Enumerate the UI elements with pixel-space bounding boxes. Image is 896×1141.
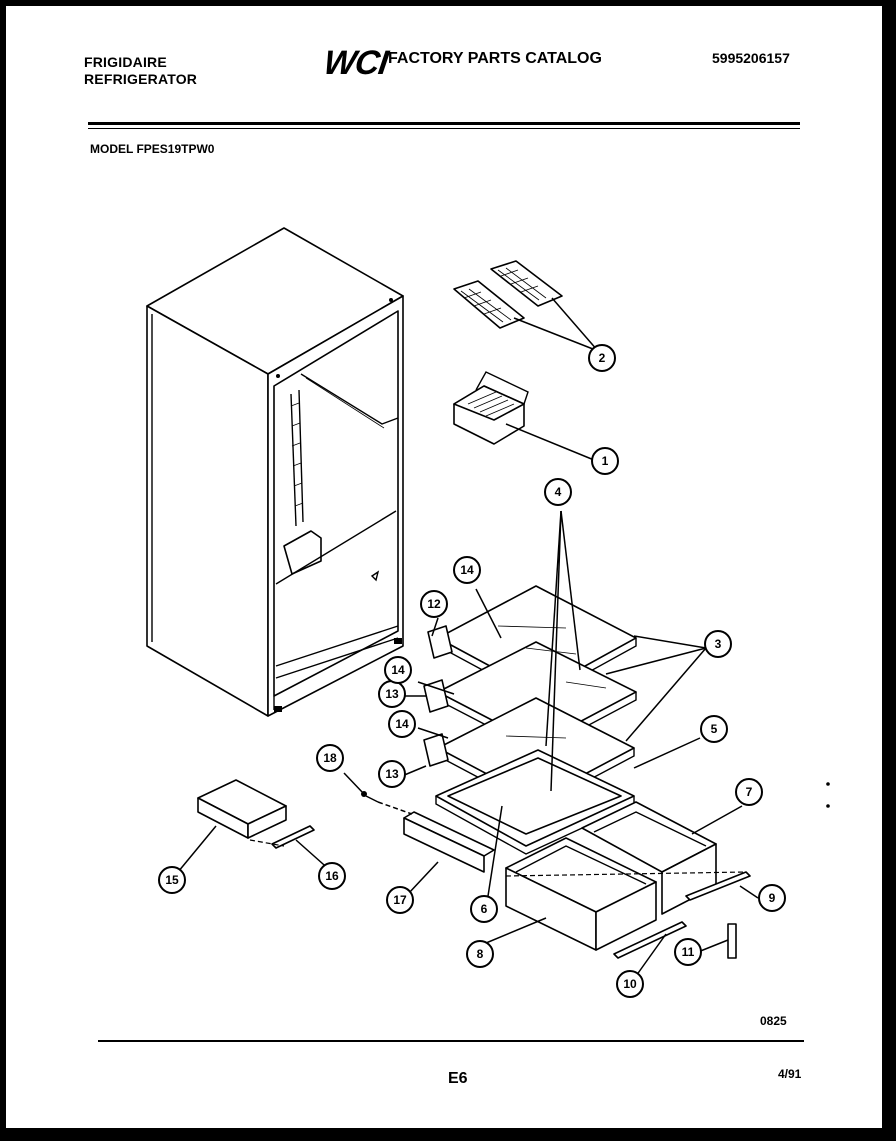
small-parts-drawing bbox=[361, 791, 751, 959]
callout-1: 1 bbox=[591, 447, 619, 475]
svg-text:8: 8 bbox=[477, 947, 484, 961]
callout-8: 8 bbox=[466, 940, 494, 968]
model-label: MODEL FPES19TPW0 bbox=[90, 142, 215, 156]
callout-13-lower: 13 bbox=[378, 760, 406, 788]
callout-3: 3 bbox=[704, 630, 732, 658]
callout-14-top: 14 bbox=[453, 556, 481, 584]
callout-2: 2 bbox=[588, 344, 616, 372]
product-type: REFRIGERATOR bbox=[84, 71, 198, 87]
callout-17: 17 bbox=[386, 886, 414, 914]
callout-4: 4 bbox=[544, 478, 572, 506]
svg-text:1: 1 bbox=[602, 454, 609, 468]
brand-name: FRIGIDAIRE bbox=[84, 54, 167, 70]
cabinet-drawing bbox=[146, 227, 404, 717]
callout-14-bottom: 14 bbox=[388, 710, 416, 738]
svg-text:13: 13 bbox=[385, 767, 399, 781]
callout-16: 16 bbox=[318, 862, 346, 890]
assembly-line bbox=[505, 871, 747, 877]
svg-text:9: 9 bbox=[769, 891, 776, 905]
ice-tray-drawing bbox=[453, 260, 563, 329]
page-number: E6 bbox=[448, 1070, 468, 1087]
callout-5: 5 bbox=[700, 715, 728, 743]
svg-text:7: 7 bbox=[746, 785, 753, 799]
svg-text:13: 13 bbox=[385, 687, 399, 701]
callout-9: 9 bbox=[758, 884, 786, 912]
svg-text:14: 14 bbox=[395, 717, 409, 731]
assembly-line bbox=[377, 801, 413, 815]
header-rule-thin bbox=[88, 128, 800, 129]
callout-14-middle: 14 bbox=[384, 656, 412, 684]
catalog-date: 4/91 bbox=[778, 1067, 802, 1081]
callout-6: 6 bbox=[470, 895, 498, 923]
header-rule-thick bbox=[88, 122, 800, 125]
ice-bin-drawing bbox=[453, 371, 529, 445]
callout-11: 11 bbox=[674, 938, 702, 966]
callout-10: 10 bbox=[616, 970, 644, 998]
callout-13-upper: 13 bbox=[378, 680, 406, 708]
assembly-line bbox=[249, 839, 285, 847]
catalog-page: FRIGIDAIRE REFRIGERATOR WCI FACTORY PART… bbox=[6, 6, 882, 1128]
diagram-code: 0825 bbox=[760, 1014, 787, 1028]
svg-text:18: 18 bbox=[323, 751, 337, 765]
svg-text:2: 2 bbox=[599, 351, 606, 365]
footer-rule bbox=[98, 1040, 804, 1042]
svg-text:6: 6 bbox=[481, 902, 488, 916]
callout-15: 15 bbox=[158, 866, 186, 894]
catalog-part-number: 5995206157 bbox=[712, 50, 790, 66]
svg-text:16: 16 bbox=[325, 869, 339, 883]
svg-text:5: 5 bbox=[711, 722, 718, 736]
svg-text:17: 17 bbox=[393, 893, 407, 907]
callout-12: 12 bbox=[420, 590, 448, 618]
freezer-basket-drawing bbox=[197, 779, 315, 849]
svg-text:12: 12 bbox=[427, 597, 441, 611]
svg-text:3: 3 bbox=[715, 637, 722, 651]
svg-text:15: 15 bbox=[165, 873, 179, 887]
svg-text:10: 10 bbox=[623, 977, 637, 991]
catalog-title: FACTORY PARTS CATALOG bbox=[388, 50, 602, 67]
callout-7: 7 bbox=[735, 778, 763, 806]
svg-text:14: 14 bbox=[391, 663, 405, 677]
exploded-parts-diagram: 1 2 3 4 5 6 7 8 9 10 11 12 13 13 14 14 1… bbox=[146, 227, 830, 998]
svg-text:4: 4 bbox=[555, 485, 562, 499]
callout-18: 18 bbox=[316, 744, 344, 772]
svg-text:11: 11 bbox=[682, 945, 695, 959]
svg-text:14: 14 bbox=[460, 563, 474, 577]
brand-block: FRIGIDAIRE REFRIGERATOR bbox=[84, 54, 197, 88]
